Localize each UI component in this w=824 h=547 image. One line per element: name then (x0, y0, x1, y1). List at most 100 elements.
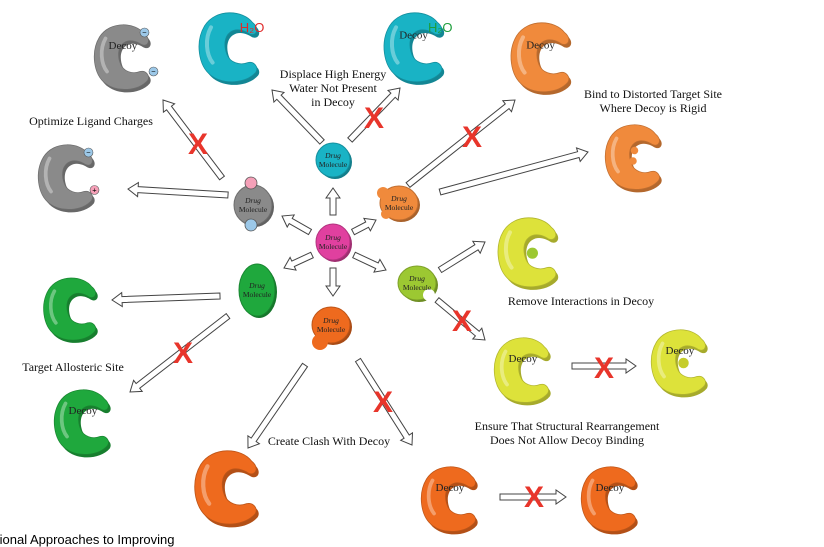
arrow-center-right-up (350, 217, 377, 236)
proteins-layer: Decoy−−−+H₂ODecoyH₂ODecoyDecoyDecoyDecoy… (37, 12, 708, 535)
arrow-to-orange-decoy-bottom (354, 357, 414, 446)
arrow-center-up (325, 187, 341, 216)
arrow-to-orange-decoy (405, 99, 516, 188)
protein-yellow-bump (497, 217, 559, 290)
protein-orange-bottom-body (194, 450, 257, 525)
decoy-orange-bottom-left: Decoy (420, 466, 478, 535)
drug-gray-plus (244, 176, 258, 190)
drug-cyan-label-2: Molecule (319, 160, 348, 169)
drugs-layer: DrugMoleculeDrugMoleculeDrugMoleculeDrug… (233, 142, 438, 350)
protein-cyan-water-water-label: H₂O (240, 20, 265, 35)
decoy-orange-light: Decoy (510, 22, 572, 95)
label-bind-distorted-1: Bind to Distorted Target Site (584, 87, 722, 101)
protein-orange-bottom (194, 450, 259, 528)
decoy-gray-top-decoy-label: Decoy (109, 40, 138, 52)
decoy-yellow-right-body (650, 329, 706, 395)
decoy-yellow-left-highlight (499, 349, 509, 387)
protein-green-top (43, 277, 98, 343)
drug-orange-dark-body (311, 306, 351, 344)
protein-gray-charges-highlight (43, 156, 53, 194)
protein-gray-charges: −+ (37, 144, 100, 213)
cross-yellow-rearrange: X (594, 352, 614, 385)
label-remove-interactions: Remove Interactions in Decoy (508, 294, 654, 308)
drug-green-label-2: Molecule (243, 290, 272, 299)
arrow-to-yellow-bump (437, 240, 486, 274)
decoy-yellow-right-highlight (656, 341, 666, 379)
decoy-yellow-right-pocket-bump (678, 357, 689, 369)
decoy-green-bottom-body (53, 389, 109, 455)
drug-green-body (238, 263, 276, 317)
protein-yellow-bump-body (497, 217, 557, 287)
decoy-cyan-water-water-label: H₂O (428, 20, 453, 35)
decoy-gray-top: Decoy−− (93, 24, 159, 93)
cross-yellow-decoy: X (452, 305, 472, 338)
decoy-orange-light-body (510, 22, 570, 92)
arrow-to-yellow-decoy (434, 296, 486, 341)
label-rearrangement-1: Ensure That Structural Rearrangement (475, 419, 660, 433)
decoy-yellow-left: Decoy (493, 337, 551, 406)
drug-orange-bump (377, 187, 389, 199)
arrow-to-green-decoy (129, 312, 231, 393)
decoy-green-bottom-decoy-label: Decoy (69, 405, 98, 417)
drug-gray-label-1: Drug (244, 196, 261, 205)
arrows-layer (111, 87, 637, 505)
decoy-orange-bottom-right-decoy-label: Decoy (596, 482, 625, 494)
drug-magenta-center-body (315, 223, 351, 261)
protein-yellow-bump-highlight (504, 230, 514, 270)
drug-gray-label-2: Molecule (239, 205, 268, 214)
decoy-orange-bottom-left-decoy-label: Decoy (436, 482, 465, 494)
label-target-allosteric: Target Allosteric Site (22, 360, 124, 374)
decoy-cyan-water-body (383, 12, 443, 82)
drug-lime-label-1: Drug (408, 274, 425, 283)
decoy-gray-top-charge-sign-1: − (151, 67, 156, 76)
cross-orange-clash: X (373, 386, 393, 419)
protein-green-top-body (43, 277, 96, 341)
decoy-gray-top-body (93, 24, 149, 90)
protein-orange-distorted-distortion (630, 146, 639, 155)
arrow-to-orange-bottom (247, 362, 309, 449)
decoy-gray-top-charge-sign-0: − (142, 28, 147, 37)
arrow-to-cyan-decoy (347, 87, 401, 143)
drug-orange-bump (381, 209, 391, 219)
protein-orange-bottom-highlight (201, 464, 212, 506)
arrow-to-gray-decoy (162, 99, 226, 181)
drug-magenta-center-label-2: Molecule (319, 242, 348, 251)
label-displace-water-2: Water Not Present (289, 81, 377, 95)
protein-gray-charges-charge-0 (83, 147, 94, 158)
decoy-yellow-right: Decoy (650, 329, 708, 398)
decoy-orange-bottom-right-body (580, 466, 636, 532)
protein-cyan-water: H₂O (198, 12, 265, 85)
protein-gray-charges-body (37, 144, 93, 210)
decoy-cyan-water-highlight (390, 25, 400, 65)
label-create-clash: Create Clash With Decoy (268, 434, 390, 448)
drug-gray-minus (244, 218, 258, 232)
protein-gray-charges-charge-sign-1: + (92, 186, 97, 195)
protein-orange-distorted-distortion (629, 157, 637, 165)
drug-orange-light-label-1: Drug (390, 194, 407, 203)
drug-orange-dark-label-1: Drug (322, 316, 339, 325)
label-rearrangement-2: Does Not Allow Decoy Binding (490, 433, 644, 447)
arrow-center-left-up (281, 214, 313, 236)
label-bind-distorted-2: Where Decoy is Rigid (600, 101, 707, 115)
decoy-yellow-left-decoy-label: Decoy (509, 353, 538, 365)
decoy-yellow-right-decoy-label: Decoy (666, 345, 695, 357)
decoy-orange-bottom-right-highlight (586, 478, 596, 516)
cross-orange-rearrange: X (524, 481, 544, 514)
decoy-orange-light-decoy-label: Decoy (526, 40, 555, 52)
protein-yellow-bump-pocket-bump (526, 247, 538, 259)
label-optimize-charges: Optimize Ligand Charges (29, 114, 153, 128)
arrow-to-orange-distorted (438, 147, 589, 196)
cross-green-decoy: X (173, 337, 193, 370)
protein-orange-distorted-highlight (610, 136, 620, 174)
decoy-green-bottom-highlight (59, 401, 69, 439)
decoy-cyan-water-decoy-label: Decoy (399, 30, 428, 42)
protein-orange-distorted-body (604, 124, 660, 190)
protein-orange-distorted (604, 124, 662, 193)
